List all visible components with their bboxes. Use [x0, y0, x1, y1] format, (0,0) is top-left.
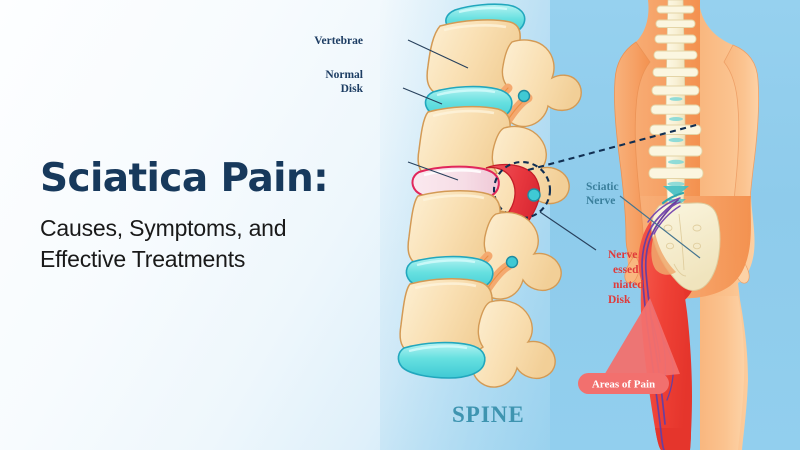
subtitle-line-2: Effective Treatments — [40, 245, 246, 272]
label-herniated-line3: niated — [613, 279, 644, 291]
ilium-shadow — [651, 232, 676, 275]
compression-highlight-circle — [492, 160, 552, 220]
label-herniated-line4: Disk — [608, 294, 631, 306]
headline-block: Sciatica Pain: Causes, Symptoms, and Eff… — [40, 158, 390, 274]
callout-labels: Vertebrae Normal Disk Sciatic Nerve Nerv… — [314, 35, 644, 427]
nerve-root-teal — [661, 191, 685, 205]
leader-sciatic-nerve — [619, 195, 701, 259]
pain-badge-label: Areas of Pain — [592, 379, 655, 391]
leader-normal-disk — [402, 87, 443, 105]
body-figure — [614, 0, 760, 450]
label-normal-disk-line2: Disk — [341, 83, 364, 95]
subtitle-line-1: Causes, Symptoms, and — [40, 215, 287, 242]
nerve-cord-1 — [517, 89, 531, 103]
label-herniated-line2: essed — [613, 264, 639, 276]
pain-badge-pointer — [600, 298, 680, 382]
disc-lower-2 — [397, 341, 486, 379]
callout-leaders — [402, 39, 701, 259]
label-vertebrae: Vertebrae — [314, 35, 363, 47]
label-sciatic-nerve-line1: Sciatic — [586, 181, 619, 193]
right-leg — [700, 296, 745, 450]
dashed-connector-spine-to-body — [527, 122, 701, 172]
areas-of-pain-callout: Areas of Pain — [578, 298, 680, 394]
nerve-cord-3 — [505, 255, 519, 269]
pain-area-ankle — [655, 428, 691, 450]
leader-herniated-right — [539, 211, 597, 251]
vertebra-process-4 — [471, 299, 556, 388]
body-spinal-column — [648, 0, 704, 219]
page-subtitle: Causes, Symptoms, and Effective Treatmen… — [40, 213, 390, 274]
sacrum-detail — [663, 213, 702, 277]
label-herniated-line1: Nerve — [608, 249, 637, 261]
spine-detail — [397, 3, 582, 388]
page-title: Sciatica Pain: — [40, 156, 329, 201]
label-spine: SPINE — [452, 402, 525, 427]
leader-vertebrae — [407, 39, 469, 69]
pain-badge-pill — [578, 373, 669, 394]
nerve-cord-2 — [527, 188, 541, 202]
label-sciatic-nerve-line2: Nerve — [586, 195, 615, 207]
label-normal-disk-line1: Normal — [325, 69, 363, 81]
leader-herniated-left — [407, 161, 459, 181]
